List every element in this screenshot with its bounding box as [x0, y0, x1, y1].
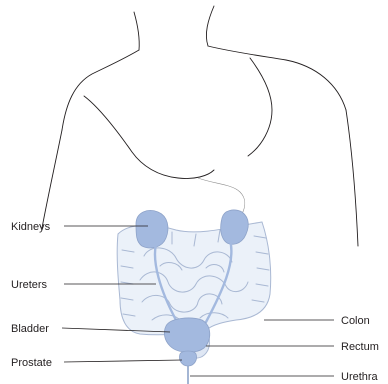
neck-left-line — [134, 12, 139, 50]
bladder-label: Bladder — [11, 323, 49, 335]
right-arm-line — [346, 110, 358, 246]
right-shoulder-line — [208, 46, 346, 110]
colon-label: Colon — [341, 315, 370, 327]
bladder — [164, 318, 209, 352]
left-arm-line — [42, 130, 62, 228]
ureters-label: Ureters — [11, 279, 48, 291]
rectum-label: Rectum — [341, 341, 379, 353]
left-shoulder-line — [62, 50, 139, 130]
prostate-label: Prostate — [11, 357, 52, 369]
prostate-leader — [64, 360, 182, 362]
neck-right-line — [206, 6, 214, 46]
right-kidney — [136, 211, 168, 248]
right-pectoral-line — [248, 58, 272, 156]
kidneys-label: Kidneys — [11, 221, 51, 233]
prostate — [179, 351, 196, 366]
sternum-curve — [198, 178, 245, 214]
urethra-label: Urethra — [341, 371, 379, 383]
left-pectoral-line — [84, 96, 214, 179]
torso-outline — [42, 6, 358, 246]
